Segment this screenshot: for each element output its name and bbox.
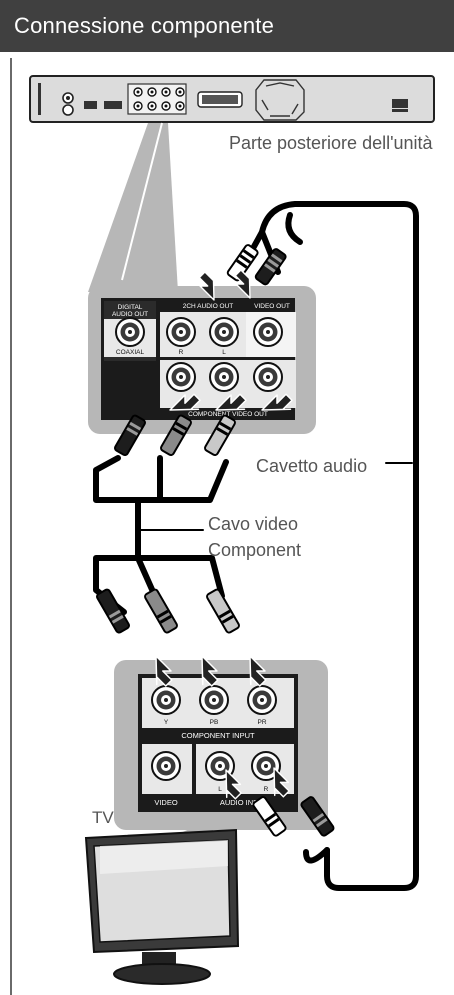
tv-video-label: VIDEO (154, 798, 178, 807)
audio-plugs-top (226, 244, 287, 286)
tv-pr-label: PR (257, 719, 266, 726)
player-rear-panel (29, 75, 435, 123)
video-plugs-tv (96, 588, 267, 687)
out-r-label: R (179, 349, 184, 356)
tv-pb-label: PB (210, 719, 219, 726)
coaxial-label: COAXIAL (116, 349, 145, 356)
tv-label: TV (92, 808, 114, 827)
digital-audio-out-line2: AUDIO OUT (112, 311, 148, 318)
tv-y-label: Y (164, 719, 169, 726)
out-l-label: L (222, 349, 226, 356)
digital-audio-out-line1: DIGITAL (118, 304, 143, 311)
section-header: Connessione componente (0, 0, 454, 52)
audio-cable-label: Cavetto audio (256, 456, 368, 476)
tv-r-label: R (264, 786, 269, 793)
section-title: Connessione componente (14, 13, 275, 38)
audio-plugs-tv (225, 767, 335, 837)
video-plugs-player (114, 414, 236, 457)
player-callout: DIGITAL AUDIO OUT 2CH AUDIO OUT VIDEO OU… (88, 122, 316, 434)
tv-illustration (84, 828, 240, 985)
tv-audio-input-label: AUDIO INPUT (220, 798, 269, 807)
component-input-label: COMPONENT INPUT (181, 731, 255, 740)
2ch-audio-out-label: 2CH AUDIO OUT (183, 303, 234, 310)
tv-l-label: L (218, 786, 222, 793)
component-video-out-label: COMPONENT VIDEO OUT (188, 411, 268, 418)
tv-callout: Y PB PR COMPONENT INPUT VIDEO AUDIO INPU… (114, 660, 328, 852)
video-out-label: VIDEO OUT (254, 303, 290, 310)
rear-of-unit-label: Parte posteriore dell'unità (229, 133, 433, 153)
video-cable-label-line2: Component (208, 540, 302, 560)
video-cable-label-line1: Cavo video (208, 514, 299, 534)
frame-left-rule (10, 58, 12, 995)
